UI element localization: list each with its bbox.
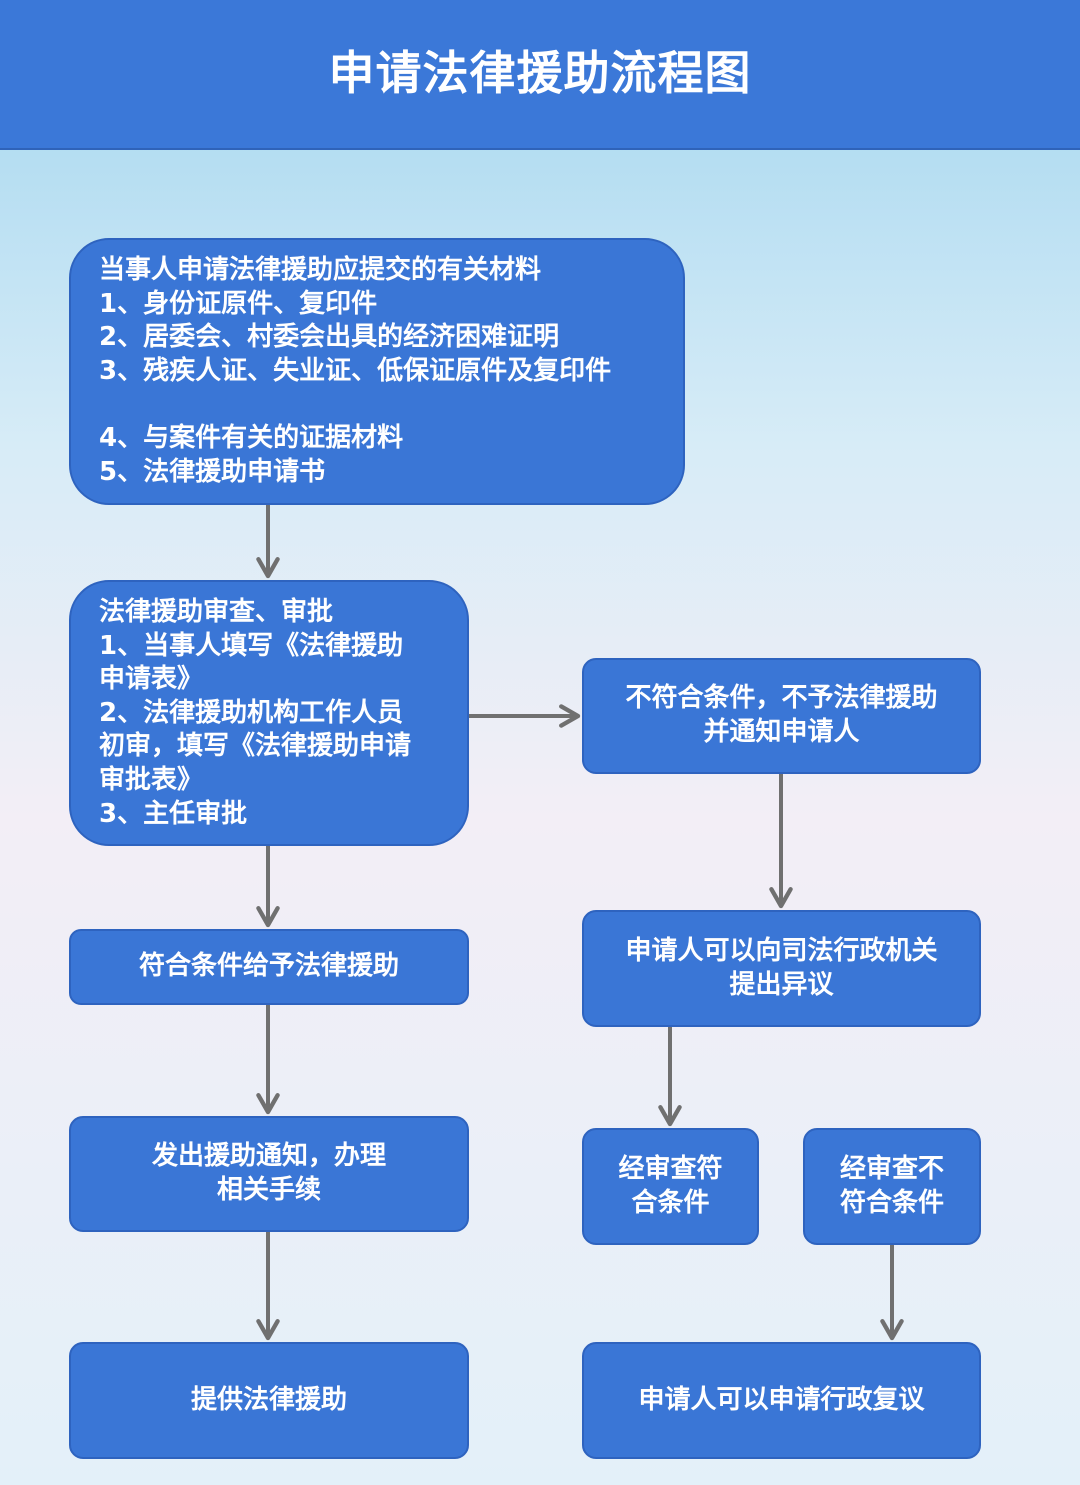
review-line: 初审，填写《法律援助申请 [99,731,412,762]
materials-gap [99,388,655,422]
provide-box: 提供法律援助 [69,1342,469,1459]
objection-line: 提出异议 [729,969,834,1000]
review-box: 法律援助审查、审批 1、当事人填写《法律援助 申请表》 2、法律援助机构工作人员… [69,580,469,846]
recheck-fail-line: 经审查不 [839,1153,944,1184]
review-line: 3、主任审批 [99,798,248,829]
review-line: 审批表》 [99,764,204,795]
notice-line: 发出援助通知，办理 [151,1141,386,1172]
ineligible-box: 不符合条件，不予法律援助 并通知申请人 [582,658,981,774]
review-line: 1、当事人填写《法律援助 [99,630,404,661]
materials-item: 4、与案件有关的证据材料 [99,422,404,453]
materials-item: 5、法律援助申请书 [99,456,326,487]
eligible-box: 符合条件给予法律援助 [69,929,469,1005]
ineligible-line: 并通知申请人 [703,717,860,747]
reconsideration-text: 申请人可以申请行政复议 [638,1384,925,1415]
review-line: 申请表》 [99,664,204,695]
ineligible-line: 不符合条件，不予法律援助 [625,683,938,714]
recheck-fail-box: 经审查不 符合条件 [803,1128,981,1245]
materials-item: 2、居委会、村委会出具的经济困难证明 [99,322,560,353]
recheck-ok-line: 合条件 [631,1187,710,1218]
review-heading: 法律援助审查、审批 [99,597,334,627]
materials-heading: 当事人申请法律援助应提交的有关材料 [99,255,542,285]
page-title: 申请法律援助流程图 [328,46,752,100]
materials-item: 3、残疾人证、失业证、低保证原件及复印件 [99,355,612,386]
eligible-text: 符合条件给予法律援助 [138,951,399,982]
review-line: 2、法律援助机构工作人员 [99,697,404,728]
objection-box: 申请人可以向司法行政机关 提出异议 [582,910,981,1027]
notice-line: 相关手续 [216,1175,321,1205]
reconsideration-box: 申请人可以申请行政复议 [582,1342,981,1459]
provide-text: 提供法律援助 [190,1384,347,1415]
recheck-ok-line: 经审查符 [618,1153,723,1184]
materials-item: 1、身份证原件、复印件 [99,288,378,319]
header-bar: 申请法律援助流程图 [0,0,1080,150]
notice-box: 发出援助通知，办理 相关手续 [69,1116,469,1232]
objection-line: 申请人可以向司法行政机关 [625,935,938,966]
recheck-fail-line: 符合条件 [839,1187,944,1218]
materials-box: 当事人申请法律援助应提交的有关材料 1、身份证原件、复印件 2、居委会、村委会出… [69,238,685,505]
recheck-ok-box: 经审查符 合条件 [582,1128,759,1245]
